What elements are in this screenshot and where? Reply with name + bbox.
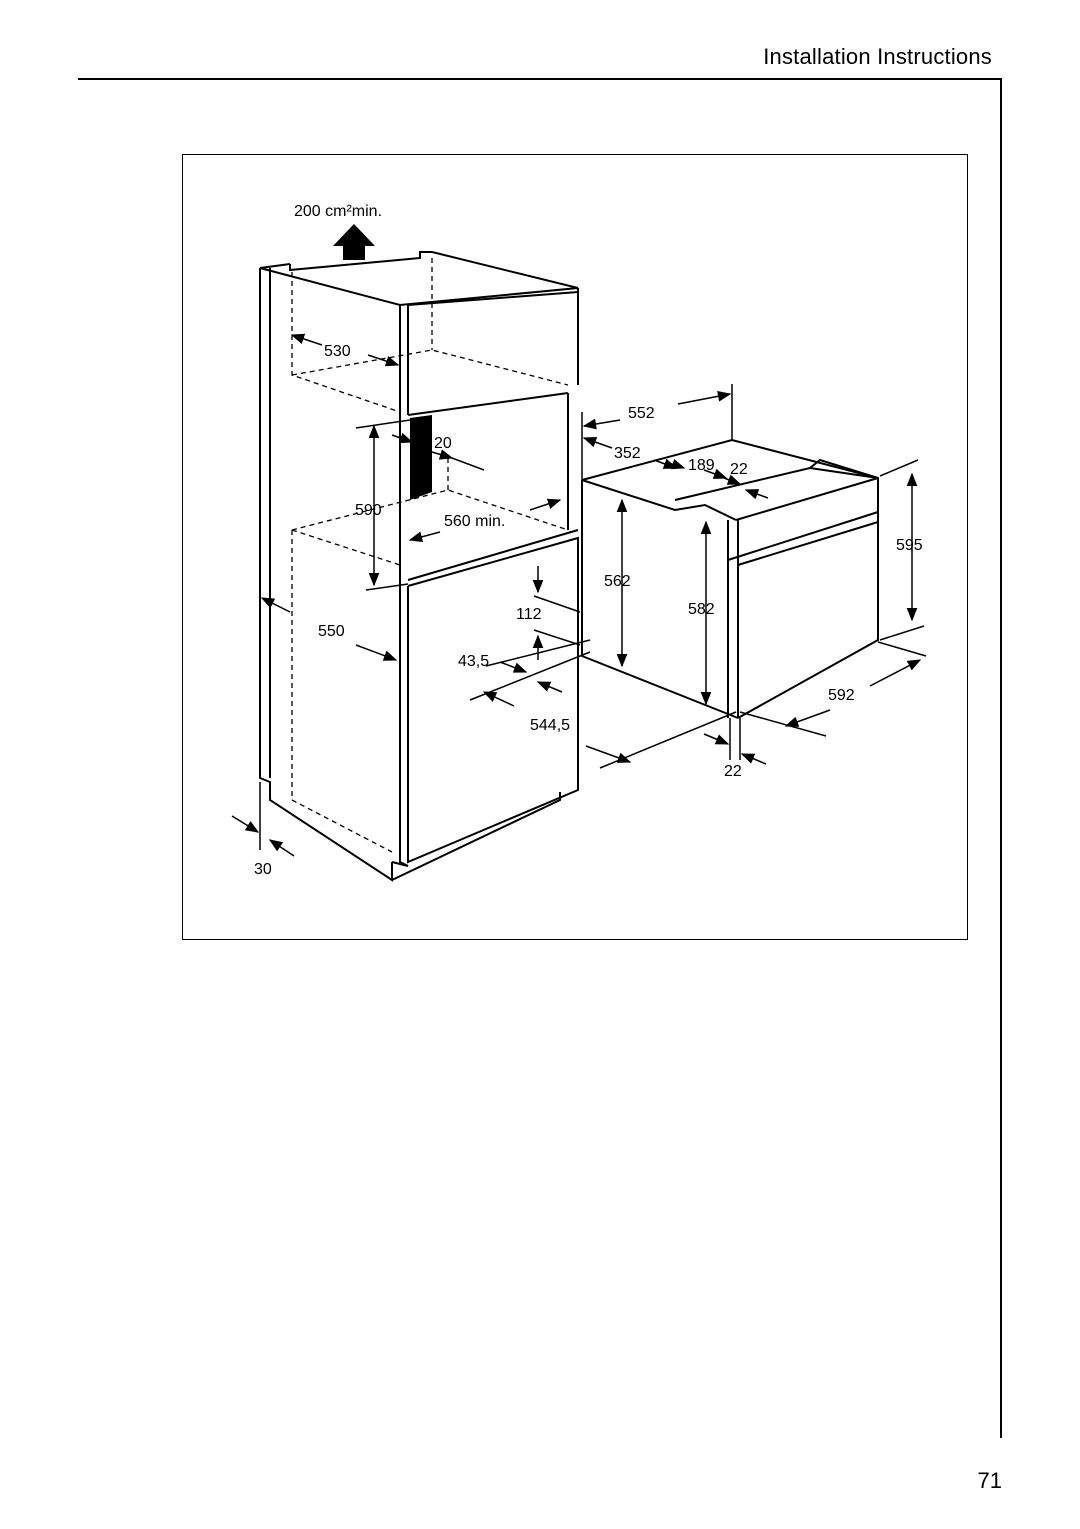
ventilation-label: 200 cm²min. (294, 203, 382, 220)
dim-544-5: 544,5 (530, 717, 570, 734)
dim-530: 530 (324, 343, 351, 360)
dim-562: 562 (604, 573, 631, 590)
dim-582: 582 (688, 601, 715, 618)
dim-595: 595 (896, 537, 923, 554)
dim-22-bottom: 22 (724, 763, 742, 780)
figure-frame (182, 154, 968, 940)
rear-slot (410, 415, 432, 500)
header-rule (78, 78, 1002, 80)
dim-592: 592 (828, 687, 855, 704)
page-number: 71 (977, 1468, 1002, 1493)
dim-550: 550 (318, 623, 345, 640)
dim-22-top: 22 (730, 461, 748, 478)
dim-352: 352 (614, 445, 641, 462)
cabinet-hidden-lines (291, 258, 569, 853)
dim-30: 30 (254, 861, 272, 878)
ventilation-arrow-icon (333, 224, 375, 260)
dimension-labels: 200 cm²min. 530 20 590 560 min. 550 112 … (254, 203, 923, 878)
dim-43-5: 43,5 (458, 653, 489, 670)
dim-20: 20 (434, 435, 452, 452)
dim-560-min: 560 min. (444, 513, 505, 530)
dim-189: 189 (688, 457, 715, 474)
page-header-title: Installation Instructions (763, 44, 992, 69)
dim-590: 590 (355, 502, 382, 519)
dimension-lines (231, 333, 927, 857)
oven-drawing (581, 438, 879, 719)
dim-552: 552 (628, 405, 655, 422)
cabinet-drawing (259, 251, 579, 882)
dim-112: 112 (516, 606, 542, 623)
margin-rule (1000, 78, 1002, 1438)
